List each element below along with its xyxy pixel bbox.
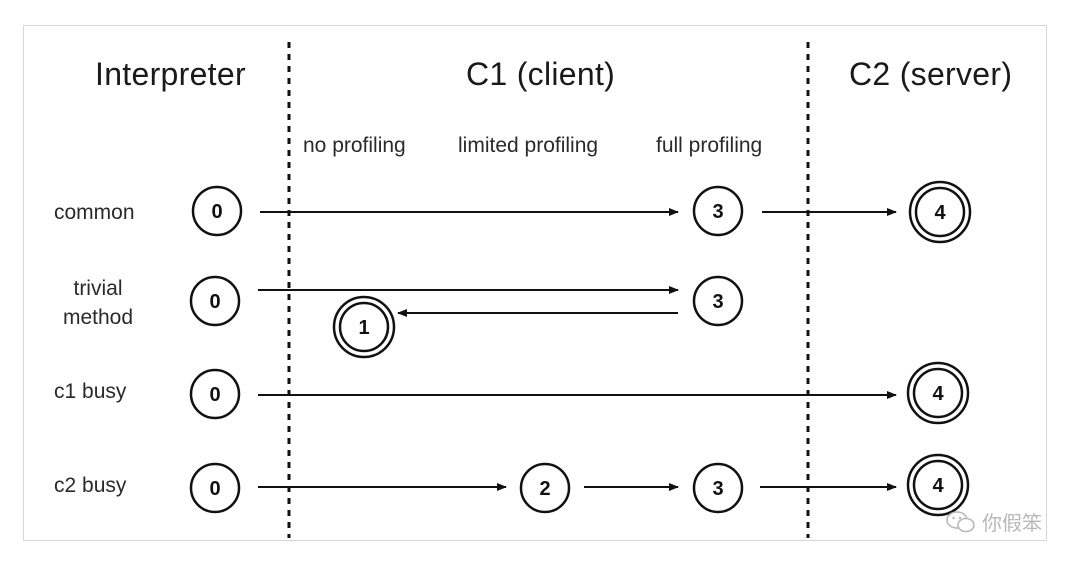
node-common-level-0: 0 xyxy=(191,185,243,237)
node-label-common-3: 3 xyxy=(712,201,723,223)
subheader-full-profiling: full profiling xyxy=(656,134,763,157)
compilation-level-nodes: 0 3 4 0 3 1 0 4 0 2 3 4 xyxy=(189,180,972,517)
column-title-interpreter: Interpreter xyxy=(95,56,246,92)
watermark-text: 你假笨 xyxy=(982,513,1042,535)
node-label-trivial-0: 0 xyxy=(209,291,220,313)
node-trivial-level-3: 3 xyxy=(692,275,744,327)
column-dividers xyxy=(287,42,810,538)
node-c2-busy-level-3: 3 xyxy=(692,462,744,514)
node-trivial-level-0: 0 xyxy=(189,275,241,327)
subheader-limited-profiling: limited profiling xyxy=(458,134,599,157)
transition-arrows xyxy=(258,208,897,491)
column-title-c2: C2 (server) xyxy=(849,56,1013,92)
node-label-trivial-3: 3 xyxy=(712,291,723,313)
node-label-c1-busy-4: 4 xyxy=(932,383,944,405)
node-label-c2-busy-4: 4 xyxy=(932,475,944,497)
watermark: 你假笨 xyxy=(946,507,1042,536)
node-label-common-4: 4 xyxy=(934,202,946,224)
diagram-frame xyxy=(23,25,1047,541)
node-c2-busy-level-2: 2 xyxy=(519,462,571,514)
node-label-common-0: 0 xyxy=(211,201,222,223)
column-title-c1: C1 (client) xyxy=(466,56,616,92)
node-c2-busy-level-4: 4 xyxy=(906,453,970,517)
row-label-trivial-line1: trivial xyxy=(73,277,123,300)
node-common-level-3: 3 xyxy=(692,185,744,237)
node-label-c2-busy-3: 3 xyxy=(712,478,723,500)
subheader-no-profiling: no profiling xyxy=(303,134,406,157)
node-trivial-level-1: 1 xyxy=(332,295,396,359)
wechat-icon xyxy=(946,510,975,532)
node-c1-busy-level-0: 0 xyxy=(189,368,241,420)
row-label-c2-busy: c2 busy xyxy=(54,474,127,497)
node-label-c2-busy-2: 2 xyxy=(539,478,550,500)
row-label-trivial-method: trivial method xyxy=(58,274,138,332)
row-label-trivial-line2: method xyxy=(62,306,134,329)
node-c1-busy-level-4: 4 xyxy=(906,361,970,425)
node-c2-busy-level-0: 0 xyxy=(189,462,241,514)
node-label-c1-busy-0: 0 xyxy=(209,384,220,406)
row-label-c1-busy: c1 busy xyxy=(54,380,127,403)
row-label-common: common xyxy=(54,201,135,224)
node-common-level-4: 4 xyxy=(908,180,972,244)
node-label-c2-busy-0: 0 xyxy=(209,478,220,500)
node-label-trivial-1: 1 xyxy=(358,317,369,339)
